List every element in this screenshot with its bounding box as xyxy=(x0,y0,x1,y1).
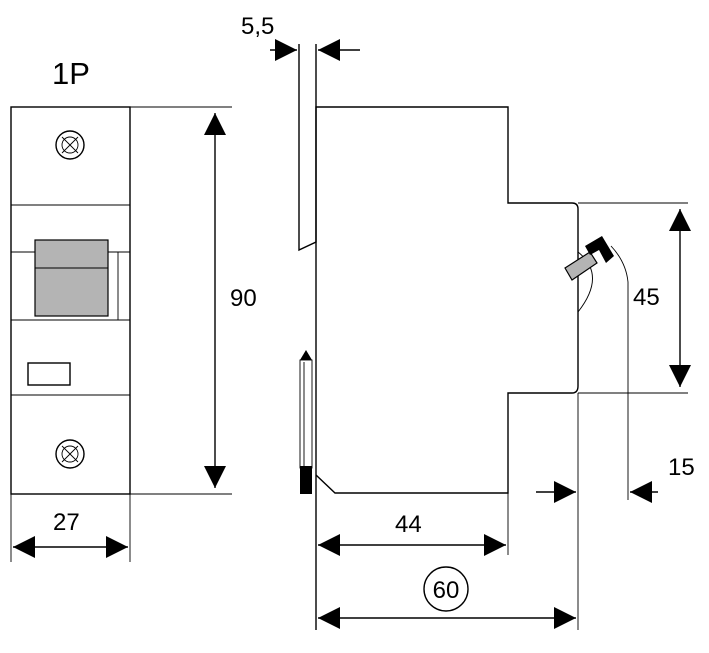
bottom-terminal-screw-icon xyxy=(55,439,85,469)
side-toggle-lever-icon xyxy=(564,236,629,313)
side-view: 5,5 45 15 44 60 xyxy=(241,13,695,630)
top-terminal-screw-icon xyxy=(55,130,85,160)
pole-count-label: 1P xyxy=(52,56,90,91)
front-label-window xyxy=(27,362,71,386)
dimension-width xyxy=(10,494,131,562)
front-body-outline xyxy=(10,106,131,495)
dimension-front-depth-label: 44 xyxy=(395,511,422,538)
dimension-height-label: 90 xyxy=(230,285,257,312)
dimension-profile-height-label: 45 xyxy=(633,284,660,311)
dimension-height xyxy=(130,106,232,495)
dimension-total-depth-label: 60 xyxy=(433,577,460,604)
dimension-total-depth xyxy=(318,566,576,629)
front-view: 1P xyxy=(10,56,257,562)
side-body-outline xyxy=(298,44,579,494)
dimension-toggle-offset-label: 15 xyxy=(668,454,695,481)
front-toggle-lever xyxy=(34,239,109,317)
din-clip xyxy=(299,350,313,494)
dimension-rail-offset-label: 5,5 xyxy=(241,13,274,40)
dimension-width-label: 27 xyxy=(53,509,80,536)
